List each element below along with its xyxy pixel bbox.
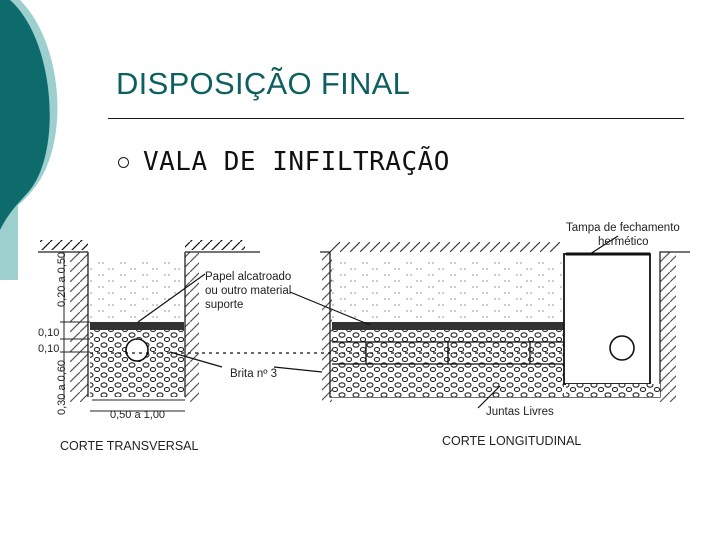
decorative-corner-shape: [0, 0, 120, 300]
diagram-leaders: [137, 235, 619, 409]
dimension-bottom: 0,30 a 0,60: [56, 360, 68, 415]
slide-title: DISPOSIÇÃO FINAL: [116, 66, 411, 101]
lid-label-line1: Tampa de fechamento: [566, 222, 680, 234]
hollow-circle-bullet-icon: [118, 157, 129, 168]
dimension-width: 0,50 a 1,00: [110, 409, 165, 421]
joints-label: Juntas Livres: [486, 406, 554, 418]
transverse-section-caption: CORTE TRANSVERSAL: [60, 439, 199, 453]
paper-label-line3: suporte: [205, 299, 243, 311]
longitudinal-section-caption: CORTE LONGITUDINAL: [442, 434, 581, 448]
transverse-section: [38, 240, 260, 402]
dimension-layer2: 0,10: [38, 343, 59, 355]
gravel-label: Brita nº 3: [230, 368, 277, 380]
transverse-dimensions: 0,20 a 0,50 0,10 0,10 0,30 a 0,60 0,50 a…: [38, 252, 185, 421]
paper-label-line1: Papel alcatroado: [205, 271, 291, 283]
infiltration-trench-diagram: 0,20 a 0,50 0,10 0,10 0,30 a 0,60 0,50 a…: [30, 212, 710, 472]
lid-label-line2: hermético: [598, 236, 649, 248]
title-divider: [108, 118, 684, 119]
dimension-layer1: 0,10: [38, 327, 59, 339]
paper-label-line2: ou outro material: [205, 285, 291, 297]
dimension-top-fill: 0,20 a 0,50: [56, 252, 68, 307]
bullet-item-text: VALA DE INFILTRAÇÃO: [143, 147, 450, 177]
longitudinal-section: [320, 242, 690, 402]
